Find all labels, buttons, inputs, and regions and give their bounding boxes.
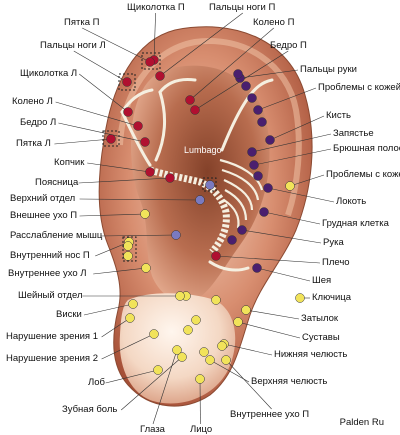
label-bottom-0: Глаза bbox=[140, 424, 165, 435]
acupoint-left-12 bbox=[129, 300, 138, 309]
label-left-12: Виски bbox=[56, 309, 82, 320]
acupoint-extra-7 bbox=[242, 82, 251, 91]
label-left-11: Шейный отдел bbox=[18, 290, 82, 301]
acupoint-right-1 bbox=[254, 106, 263, 115]
label-left-7: Внешнее ухо П bbox=[10, 210, 77, 221]
label-left-3: Пятка Л bbox=[16, 138, 51, 149]
acupoint-left-6 bbox=[196, 196, 205, 205]
label-left-13: Нарушение зрения 1 bbox=[6, 331, 98, 342]
acupoint-right-3 bbox=[248, 148, 257, 157]
acupoint-left-15 bbox=[154, 366, 163, 375]
label-left-0: Щиколотка Л bbox=[20, 68, 77, 79]
label-right-1: Проблемы с кожей П bbox=[318, 82, 400, 93]
acupoint-left-10 bbox=[142, 264, 151, 273]
label-top-3: Колено П bbox=[253, 17, 294, 28]
label-left-15: Лоб bbox=[88, 377, 105, 388]
label-right-6: Локоть bbox=[336, 196, 366, 207]
acupoint-extra-0 bbox=[200, 348, 209, 357]
acupoint-bottom-1 bbox=[196, 375, 205, 384]
label-right-13: Суставы bbox=[302, 332, 340, 343]
acupoint-left-8 bbox=[172, 231, 181, 240]
label-right-2: Кисть bbox=[326, 110, 351, 121]
acupoint-extra-6 bbox=[234, 70, 243, 79]
acupoint-left-0 bbox=[124, 108, 133, 117]
label-top-2: Пальцы ноги П bbox=[209, 2, 275, 13]
acupoint-right-8 bbox=[238, 226, 247, 235]
acupoint-bottom-2 bbox=[222, 356, 231, 365]
acupoint-extra-10 bbox=[254, 172, 263, 181]
label-left-2: Бедро Л bbox=[20, 117, 56, 128]
label-right-11: Ключица bbox=[312, 292, 351, 303]
acupoint-right-15 bbox=[206, 356, 215, 365]
label-right-14: Нижняя челюсть bbox=[274, 349, 347, 360]
acupoint-left-3 bbox=[107, 135, 116, 144]
label-top-5: Пальцы ноги Л bbox=[40, 40, 106, 51]
label-right-0: Пальцы руки bbox=[300, 64, 357, 75]
acupoint-extra-9 bbox=[258, 118, 267, 127]
acupoint-extra-1 bbox=[218, 342, 227, 351]
label-left-8: Расслабление мышц bbox=[10, 230, 102, 241]
acupoint-left-14 bbox=[150, 330, 159, 339]
acupoint-right-2 bbox=[266, 136, 275, 145]
label-left-5: Поясница bbox=[35, 177, 78, 188]
label-top-4: Бедро П bbox=[270, 40, 307, 51]
label-top-0: Щиколотка П bbox=[127, 2, 185, 13]
acupoint-top-2 bbox=[156, 72, 165, 81]
acupoint-extra-13 bbox=[212, 296, 221, 305]
label-right-10: Шея bbox=[312, 275, 331, 286]
acupoint-top-3 bbox=[186, 96, 195, 105]
label-right-12: Затылок bbox=[301, 313, 338, 324]
acupoint-top-1 bbox=[146, 58, 155, 67]
acupoint-right-6 bbox=[264, 184, 273, 193]
acupoint-extra-4 bbox=[124, 242, 133, 251]
label-left-14: Нарушение зрения 2 bbox=[6, 353, 98, 364]
label-right-8: Рука bbox=[323, 237, 344, 248]
label-left-6: Верхний отдел bbox=[10, 193, 75, 204]
acupoint-left-4 bbox=[146, 168, 155, 177]
label-left-1: Колено Л bbox=[12, 96, 53, 107]
acupoint-left-5 bbox=[166, 174, 175, 183]
acupoint-right-4 bbox=[250, 161, 259, 170]
acupoint-right-13 bbox=[234, 318, 243, 327]
label-right-15: Верхняя челюсть bbox=[251, 376, 327, 387]
acupoint-right-7 bbox=[260, 208, 269, 217]
lumbago-label: Lumbago bbox=[184, 145, 222, 156]
acupoint-extra-3 bbox=[192, 316, 201, 325]
acupoint-right-11 bbox=[296, 294, 305, 303]
acupoint-right-9 bbox=[212, 252, 221, 261]
acupoint-left-7 bbox=[141, 210, 150, 219]
acupoint-extra-12 bbox=[228, 236, 237, 245]
label-right-4: Брюшная полость bbox=[333, 143, 400, 154]
acupoint-right-10 bbox=[253, 264, 262, 273]
acupoint-left-1 bbox=[134, 122, 143, 131]
label-top-1: Пятка П bbox=[64, 17, 99, 28]
label-left-16: Зубная боль bbox=[62, 404, 117, 415]
label-right-9: Плечо bbox=[322, 257, 350, 268]
label-right-5: Проблемы с кожей Л bbox=[326, 169, 400, 180]
acupoint-extra-5 bbox=[124, 252, 133, 261]
label-bottom-2: Внутреннее ухо П bbox=[230, 409, 309, 420]
label-right-3: Запястье bbox=[333, 128, 374, 139]
acupoint-left-13 bbox=[126, 314, 135, 323]
label-bottom-1: Лицо bbox=[190, 424, 212, 435]
label-left-10: Внутреннее ухо Л bbox=[8, 268, 87, 279]
acupoint-extra-14 bbox=[176, 292, 185, 301]
label-left-4: Копчик bbox=[54, 157, 84, 168]
acupoint-top-4 bbox=[191, 106, 200, 115]
acupoint-left-2 bbox=[141, 138, 150, 147]
label-left-9: Внутренний нос П bbox=[10, 250, 90, 261]
acupoint-bottom-0 bbox=[173, 346, 182, 355]
watermark: Palden Ru bbox=[340, 417, 384, 428]
acupoint-extra-8 bbox=[248, 94, 257, 103]
acupoint-extra-2 bbox=[184, 326, 193, 335]
acupoint-extra-11 bbox=[206, 181, 215, 190]
label-right-7: Грудная клетка bbox=[322, 218, 389, 229]
acupoint-top-5 bbox=[123, 78, 132, 87]
acupoint-right-12 bbox=[242, 306, 251, 315]
acupoint-right-5 bbox=[286, 182, 295, 191]
